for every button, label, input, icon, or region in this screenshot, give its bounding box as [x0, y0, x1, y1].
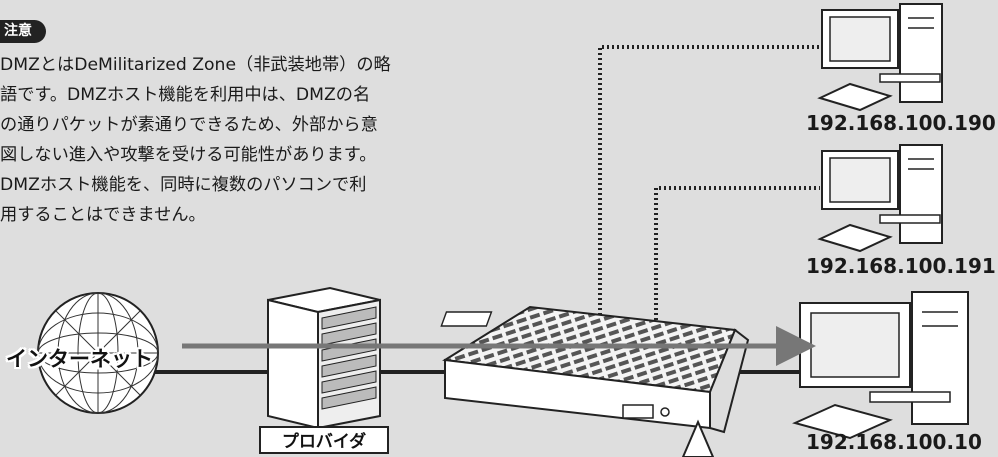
computer-icon-191 [817, 144, 943, 253]
provider-label: プロバイダ [259, 426, 389, 454]
host-ip-10: 192.168.100.10 [806, 430, 982, 454]
dotted-links [598, 45, 820, 330]
computer-icon-190 [817, 3, 943, 112]
host-ip-190: 192.168.100.190 [806, 111, 996, 135]
note-line: 用することはできません。 [0, 205, 206, 225]
globe-icon [37, 292, 159, 414]
note-badge: 注意 [0, 20, 46, 43]
computer-icon-10 [792, 291, 969, 440]
note-line: の通りパケットが素通りできるため、外部から意 [0, 115, 378, 135]
router-icon [440, 305, 750, 457]
note-line: DMZホスト機能を、同時に複数のパソコンで利 [0, 175, 367, 195]
host-ip-191: 192.168.100.191 [806, 254, 996, 278]
provider-server-icon [267, 286, 381, 430]
note-line: 図しない進入や攻撃を受ける可能性があります。 [0, 145, 377, 165]
note-line: 語です。DMZホスト機能を利用中は、DMZの名 [0, 85, 371, 105]
note-text: DMZとはDeMilitarized Zone（非武装地帯）の略 語です。DMZ… [0, 50, 500, 230]
note-line: DMZとはDeMilitarized Zone（非武装地帯）の略 [0, 55, 391, 75]
internet-label: インターネット [6, 347, 153, 371]
